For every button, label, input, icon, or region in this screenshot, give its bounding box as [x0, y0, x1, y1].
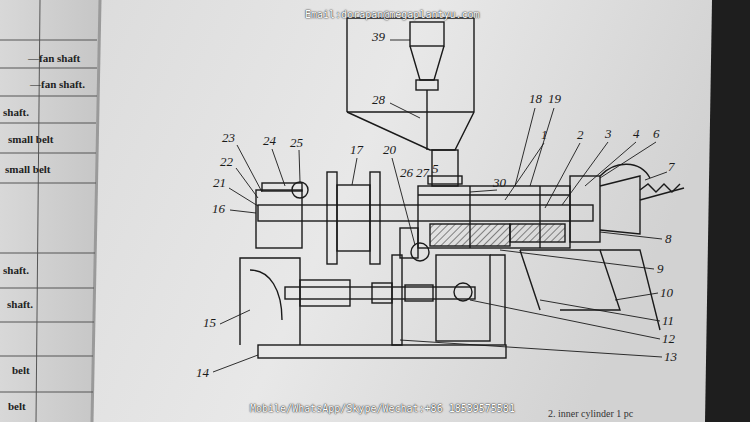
callout-number: 9 [657, 262, 664, 275]
callout-number: 25 [290, 136, 303, 149]
page-text: —fan shaft [28, 53, 80, 64]
callout-number: 2 [577, 128, 584, 141]
callout-number: 3 [605, 127, 612, 140]
callout-number: 30 [493, 176, 506, 189]
callout-number: 17 [350, 143, 363, 156]
page-text: small belt [8, 134, 54, 145]
page-text: shaft. [3, 107, 29, 118]
callout-number: 20 [383, 143, 396, 156]
callout-number: 4 [633, 127, 640, 140]
callout-number: 10 [660, 286, 673, 299]
callout-number: 14 [196, 366, 209, 379]
page-text: shaft. [3, 265, 29, 276]
callout-number: 23 [222, 131, 235, 144]
callout-number: 15 [203, 316, 216, 329]
callout-number: 1 [541, 128, 548, 141]
callout-number: 28 [372, 93, 385, 106]
watermark: Mobile/WhatsApp/Skype/Wechat:+86 1853957… [250, 404, 515, 414]
callout-number: 16 [212, 202, 225, 215]
callout-number: 18 [529, 92, 542, 105]
page-text: small belt [5, 164, 51, 175]
page-text: shaft. [7, 299, 33, 310]
callout-number: 11 [662, 314, 674, 327]
callout-number: 6 [653, 127, 660, 140]
callout-number: 21 [213, 176, 226, 189]
page-text: belt [12, 365, 30, 376]
callout-number: 19 [548, 92, 561, 105]
callout-number: 27 [416, 166, 429, 179]
callout-number: 7 [668, 160, 675, 173]
callout-number: 8 [665, 232, 672, 245]
callout-number: 24 [263, 134, 276, 147]
callout-number: 12 [662, 332, 675, 345]
page-text: 2. inner cylinder 1 pc [548, 409, 633, 419]
callout-number: 13 [664, 350, 677, 363]
page-text: belt [8, 401, 26, 412]
watermark: Email:dorapan@megaplantyu.com [305, 10, 480, 20]
callout-number: 5 [432, 162, 439, 175]
callout-number: 22 [220, 155, 233, 168]
callout-number: 39 [372, 30, 385, 43]
callout-number: 26 [400, 166, 413, 179]
page-text: —fan shaft. [30, 79, 85, 90]
